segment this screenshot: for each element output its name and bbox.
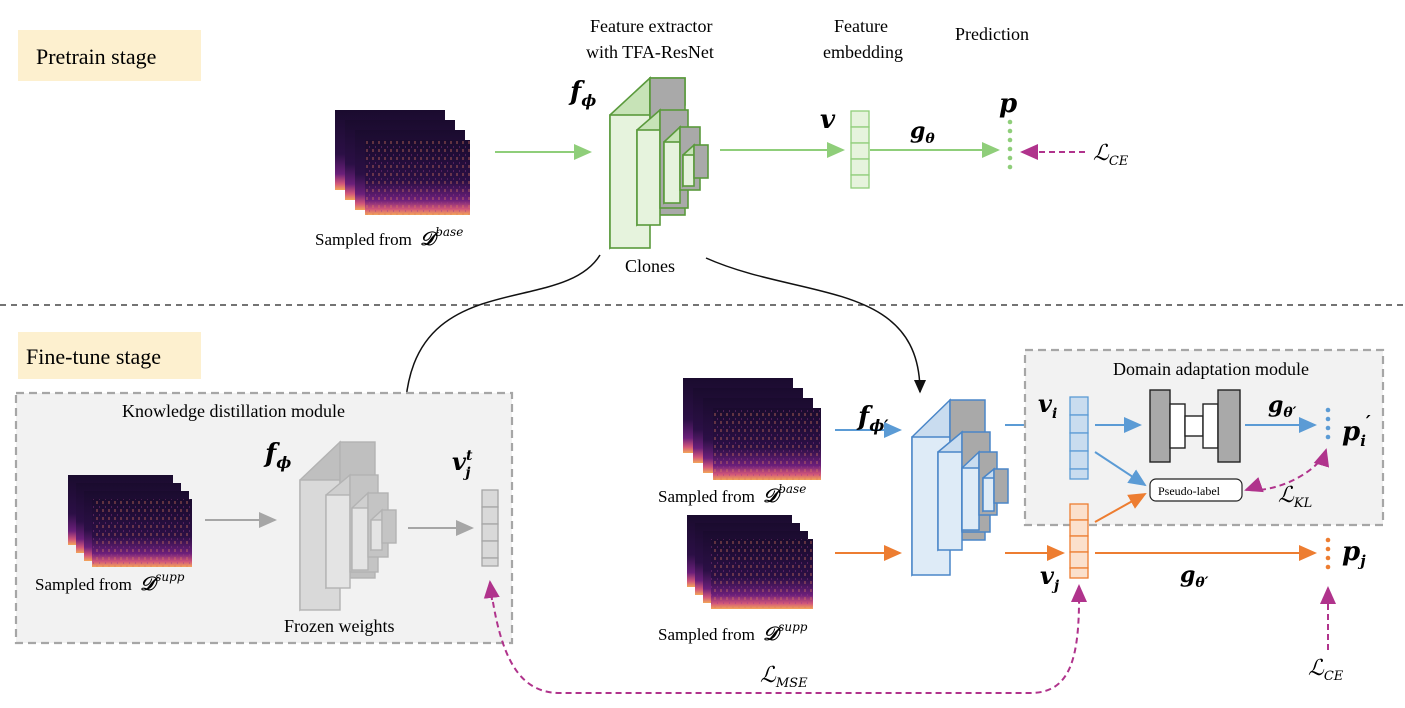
mse-loss-label: ℒMSE — [760, 663, 808, 691]
finetune-stage-label: Fine-tune stage — [26, 344, 161, 369]
pretrain-f-phi: fϕ — [568, 77, 596, 110]
kd-frozen-label: Frozen weights — [284, 616, 394, 636]
finetune-vi-to-pseudo-arrow — [1094, 451, 1147, 487]
clone-arrow-left — [398, 254, 601, 430]
finetune-base-spectrogram-stack — [683, 378, 821, 480]
pretrain-embedding-title-1: Feature — [834, 16, 888, 36]
kd-frozen-extractor — [299, 440, 397, 612]
pretrain-stage-bg — [18, 30, 201, 81]
pretrain-extractor-title-2: with TFA-ResNet — [586, 42, 714, 62]
finetune-g-theta-1: gθ′ — [1268, 392, 1297, 421]
kl-loss-label: ℒKL — [1278, 483, 1312, 511]
pretrain-extractor-title-1: Feature extractor — [590, 16, 712, 36]
kd-sampled-caption: Sampled from 𝒟supp — [35, 570, 185, 595]
kd-spectrogram-stack — [68, 475, 192, 567]
finetune-sampled-supp-caption: Sampled from 𝒟supp — [658, 620, 808, 645]
finetune-feature-extractor — [911, 398, 1009, 577]
kl-loss-arrow — [1249, 448, 1330, 492]
pretrain-stage-label: Pretrain stage — [36, 44, 156, 69]
pseudo-label-box — [1149, 478, 1243, 502]
finetune-supp-spectrogram-stack — [687, 515, 813, 609]
finetune-f-phi-prime: fϕ′ — [856, 402, 889, 435]
finetune-ce-loss: ℒCE — [1308, 656, 1344, 684]
finetune-stage-bg — [18, 332, 201, 379]
mse-arrow-to-teacher — [483, 580, 500, 601]
clones-label: Clones — [625, 256, 675, 276]
pretrain-embedding-vector — [850, 110, 870, 189]
finetune-vj-to-pseudo-arrow — [1094, 493, 1147, 523]
finetune-vi-vector — [1069, 396, 1089, 480]
pretrain-v-label: v — [820, 105, 836, 135]
pretrain-prediction-dots — [1007, 119, 1013, 170]
finetune-pj-dots — [1325, 537, 1331, 570]
pretrain-sampled-caption: Sampled from 𝒟base — [315, 225, 463, 250]
pretrain-spectrogram-stack — [335, 110, 470, 215]
pretrain-ce-loss: ℒCE — [1093, 141, 1129, 169]
finetune-vj-label: vj — [1040, 561, 1059, 594]
kd-f-phi: fϕ — [263, 439, 291, 472]
pretrain-prediction-title: Prediction — [955, 24, 1029, 44]
pretrain-embedding-title-2: embedding — [823, 42, 903, 62]
kl-loss-arrow-back — [1244, 477, 1264, 493]
finetune-pj-label: pj — [1342, 537, 1366, 570]
clone-arrow-right — [705, 257, 926, 394]
da-adapter-network — [1149, 389, 1241, 463]
kd-teacher-vector — [481, 489, 499, 567]
da-module-title: Domain adaptation module — [1113, 359, 1309, 379]
pretrain-feature-extractor — [609, 76, 709, 250]
finetune-sampled-base-caption: Sampled from 𝒟base — [658, 482, 806, 507]
pretrain-p-label: p — [999, 89, 1017, 119]
pretrain-g-theta: gθ — [910, 118, 935, 147]
finetune-pi-label: pi′ — [1342, 412, 1371, 450]
mse-loss-path — [489, 581, 1081, 694]
pseudo-label-text: Pseudo-label — [1158, 484, 1221, 498]
kd-module-title: Knowledge distillation module — [122, 401, 345, 421]
finetune-vj-vector — [1069, 503, 1089, 579]
finetune-pi-dots — [1325, 407, 1331, 440]
finetune-vi-label: vi — [1038, 389, 1057, 422]
finetune-g-theta-2: gθ′ — [1180, 562, 1209, 591]
